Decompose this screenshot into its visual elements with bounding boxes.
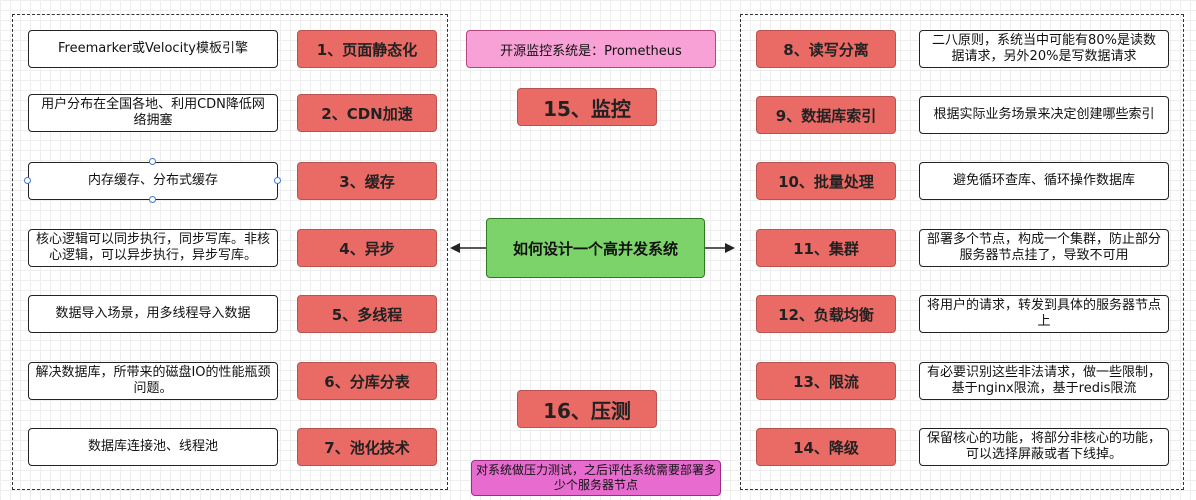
tag-load-balance[interactable]: 12、负载均衡 bbox=[756, 295, 896, 333]
right-group-frame bbox=[740, 14, 1184, 490]
tag-rate-limit[interactable]: 13、限流 bbox=[756, 362, 896, 400]
tag-degrade[interactable]: 14、降级 bbox=[756, 428, 896, 466]
desc-degrade[interactable]: 保留核心的功能，将部分非核心的功能，可以选择屏蔽或者下线掉。 bbox=[919, 428, 1169, 466]
desc-sharding[interactable]: 解决数据库，所带来的磁盘IO的性能瓶颈问题。 bbox=[28, 362, 278, 400]
stress-test-note[interactable]: 对系统做压力测试，之后评估系统需要部署多少个服务器节点 bbox=[471, 460, 721, 496]
desc-cache[interactable]: 内存缓存、分布式缓存 bbox=[28, 162, 278, 200]
monitor-note[interactable]: 开源监控系统是：Prometheus bbox=[466, 30, 716, 68]
selection-handle-bottom[interactable] bbox=[149, 196, 156, 203]
tag-batch[interactable]: 10、批量处理 bbox=[756, 162, 896, 200]
tag-cluster[interactable]: 11、集群 bbox=[756, 229, 896, 267]
center-topic[interactable]: 如何设计一个高并发系统 bbox=[486, 218, 705, 278]
desc-pooling[interactable]: 数据库连接池、线程池 bbox=[28, 428, 278, 466]
selection-handle-top[interactable] bbox=[149, 158, 156, 165]
selection-handle-right[interactable] bbox=[274, 177, 281, 184]
selection-handle-left[interactable] bbox=[24, 177, 31, 184]
desc-rate-limit[interactable]: 有必要识别这些非法请求，做一些限制，基于nginx限流，基于redis限流 bbox=[919, 362, 1169, 400]
desc-page-static[interactable]: Freemarker或Velocity模板引擎 bbox=[28, 30, 278, 68]
desc-read-write-split[interactable]: 二八原则，系统当中可能有80%是读数据请求，另外20%是写数据请求 bbox=[919, 30, 1169, 68]
desc-cdn[interactable]: 用户分布在全国各地、利用CDN降低网络拥塞 bbox=[28, 94, 278, 132]
desc-async[interactable]: 核心逻辑可以同步执行，同步写库。非核心逻辑，可以异步执行，异步写库。 bbox=[28, 229, 278, 267]
desc-batch[interactable]: 避免循环查库、循环操作数据库 bbox=[919, 162, 1169, 200]
tag-sharding[interactable]: 6、分库分表 bbox=[297, 362, 437, 400]
tag-stress-test[interactable]: 16、压测 bbox=[517, 390, 657, 428]
desc-db-index[interactable]: 根据实际业务场景来决定创建哪些索引 bbox=[919, 96, 1169, 134]
desc-multithread[interactable]: 数据导入场景，用多线程导入数据 bbox=[28, 295, 278, 333]
tag-page-static[interactable]: 1、页面静态化 bbox=[297, 30, 437, 68]
right-arrowhead bbox=[725, 243, 735, 253]
tag-cache[interactable]: 3、缓存 bbox=[297, 162, 437, 200]
desc-load-balance[interactable]: 将用户的请求，转发到具体的服务器节点上 bbox=[919, 295, 1169, 333]
tag-db-index[interactable]: 9、数据库索引 bbox=[756, 96, 896, 134]
tag-pooling[interactable]: 7、池化技术 bbox=[297, 428, 437, 466]
left-arrowhead bbox=[450, 243, 460, 253]
desc-cluster[interactable]: 部署多个节点，构成一个集群，防止部分服务器节点挂了，导致不可用 bbox=[919, 229, 1169, 267]
left-group-frame bbox=[12, 14, 448, 490]
tag-multithread[interactable]: 5、多线程 bbox=[297, 295, 437, 333]
tag-cdn[interactable]: 2、CDN加速 bbox=[297, 94, 437, 132]
tag-async[interactable]: 4、异步 bbox=[297, 229, 437, 267]
tag-monitor[interactable]: 15、监控 bbox=[517, 88, 657, 126]
tag-read-write-split[interactable]: 8、读写分离 bbox=[756, 30, 896, 68]
